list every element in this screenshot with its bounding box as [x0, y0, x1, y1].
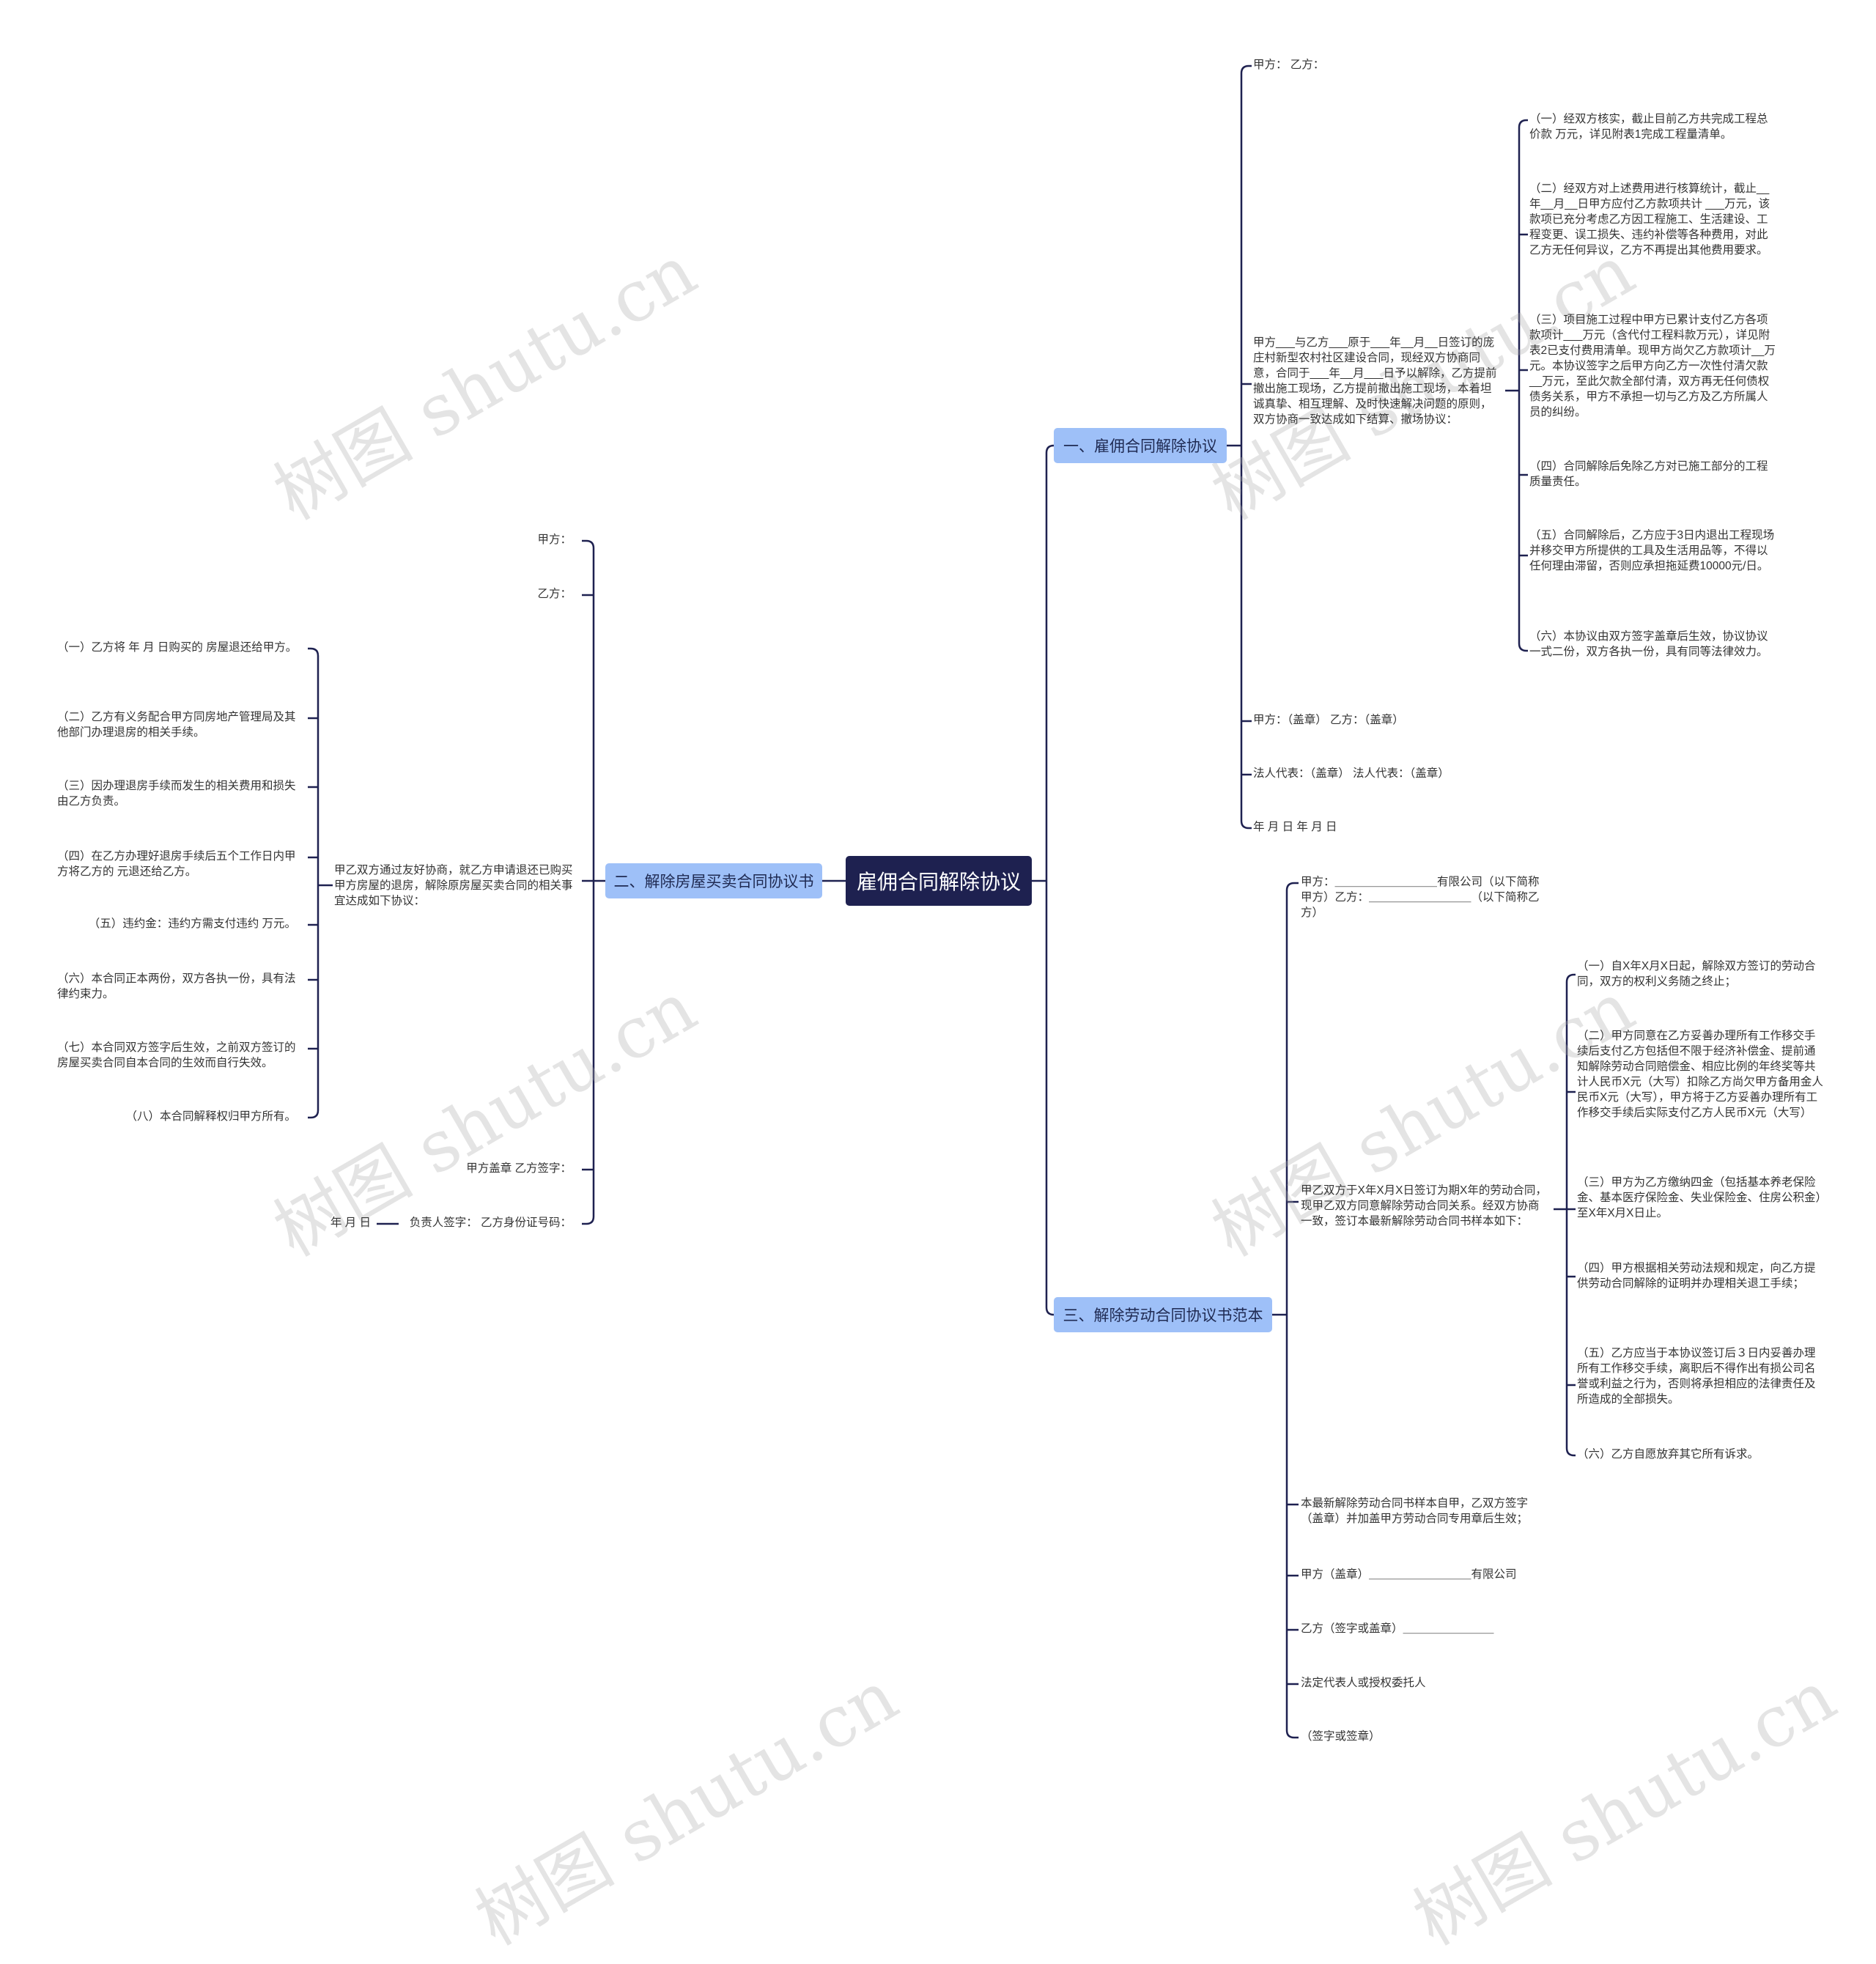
root-node[interactable]: 雇佣合同解除协议 — [846, 856, 1032, 906]
b1-sub-leaf: （三）项目施工过程中甲方已累计支付乙方各项款项计___万元（含代付工程料款万元）… — [1529, 314, 1776, 418]
b2-leaf: 乙方： — [537, 588, 572, 600]
branch-node-1[interactable]: 一、雇佣合同解除协议 — [1054, 428, 1227, 463]
b3-sub-leaf: （五）乙方应当于本协议签订后３日内妥善办理所有工作移交手续，离职后不得作出有损公… — [1577, 1347, 1816, 1406]
b2-leaf: 甲方盖章 乙方签字： — [466, 1162, 572, 1175]
connector-line — [1285, 882, 1295, 1739]
b2-sub-leaf: （二）乙方有义务配合甲方同房地产管理局及其他部门办理退房的相关手续。 — [57, 711, 296, 739]
b3-leaf: 甲方（盖章）＿＿＿＿＿＿＿＿＿有限公司 — [1301, 1568, 1517, 1581]
b1-leaf: 甲方：（盖章） 乙方：（盖章） — [1253, 714, 1404, 726]
b2-leaf: 甲方： — [537, 534, 572, 546]
b3-leaf: 甲方：＿＿＿＿＿＿＿＿＿有限公司（以下简称甲方）乙方：＿＿＿＿＿＿＿＿＿（以下简… — [1301, 876, 1540, 919]
b3-sub-leaf: （二）甲方同意在乙方妥善办理所有工作移交手续后支付乙方包括但不限于经济补偿金、提… — [1577, 1030, 1823, 1119]
b2-leaf: 甲乙双方通过友好协商，就乙方申请退还已购买甲方房屋的退房，解除原房屋买卖合同的相… — [334, 864, 573, 907]
b3-sub-leaf: （四）甲方根据相关劳动法规和规定，向乙方提供劳动合同解除的证明并办理相关退工手续… — [1577, 1262, 1816, 1290]
connector-line — [310, 647, 320, 1119]
b1-sub-leaf: （五）合同解除后，乙方应于3日内退出工程现场并移交甲方所提供的工具及生活用品等，… — [1529, 529, 1775, 572]
b1-sub-leaf: （六）本协议由双方签字盖章后生效，协议协议一式二份，双方各执一份，具有同等法律效… — [1529, 630, 1768, 658]
b2-sub-leaf: （六）本合同正本两份，双方各执一份，具有法律约束力。 — [57, 972, 296, 1000]
connector-line — [1565, 973, 1575, 1457]
mindmap-canvas: 树图 shutu.cn 树图 shutu.cn 树图 shutu.cn 树图 s… — [57, 59, 1849, 1961]
b1-leaf: 年 月 日 年 月 日 — [1253, 821, 1337, 833]
connector-line — [1518, 119, 1527, 652]
b2-sub-leaf: （三）因办理退房手续而发生的相关费用和损失由乙方负责。 — [57, 780, 296, 808]
b3-sub-leaf: （三）甲方为乙方缴纳四金（包括基本养老保险金、基本医疗保险金、失业保险金、住房公… — [1577, 1176, 1822, 1219]
b3-leaf: 本最新解除劳动合同书样本自甲，乙双方签字（盖章）并加盖甲方劳动合同专用章后生效； — [1301, 1497, 1529, 1525]
connector-line — [586, 539, 595, 1225]
b1-sub-leaf: （一）经双方核实，截止目前乙方共完成工程总价款 万元，详见附表1完成工程量清单。 — [1529, 113, 1768, 141]
b1-leaf: 甲方： 乙方： — [1253, 59, 1325, 71]
b1-sub-leaf: （四）合同解除后免除乙方对已施工部分的工程质量责任。 — [1529, 460, 1768, 488]
connector-line — [1240, 64, 1249, 830]
b3-sub-leaf: （一）自X年X月X日起，解除双方签订的劳动合同，双方的权利义务随之终止； — [1577, 960, 1816, 988]
b3-leaf: 法定代表人或授权委托人 — [1301, 1677, 1426, 1689]
b2-sub-leaf: （五）违约金：违约方需支付违约 万元。 — [88, 918, 296, 930]
connector-lines — [308, 64, 1576, 1739]
b1-sub-leaf: （二）经双方对上述费用进行核算统计，截止__年__月__日甲方应付乙方款项共计 … — [1529, 182, 1770, 256]
b2-sub-leaf: （八）本合同解释权归甲方所有。 — [125, 1110, 296, 1123]
branch-node-3[interactable]: 三、解除劳动合同协议书范本 — [1054, 1297, 1272, 1332]
b2-sub-leaf: （七）本合同双方签字后生效，之前双方签订的房屋买卖合同自本合同的生效而自行失效。 — [57, 1041, 296, 1069]
b1-leaf: 法人代表：（盖章） 法人代表：（盖章） — [1253, 767, 1450, 780]
b3-sub-leaf: （六）乙方自愿放弃其它所有诉求。 — [1577, 1448, 1759, 1461]
b3-leaf: 乙方（签字或盖章）＿＿＿＿＿＿＿＿ — [1301, 1622, 1494, 1635]
b2-sub-leaf: （一）乙方将 年 月 日购买的 房屋退还给甲方。 — [57, 641, 298, 654]
b3-leaf: 甲乙双方于X年X月X日签订为期X年的劳动合同，现甲乙双方同意解除劳动合同关系。经… — [1301, 1184, 1547, 1228]
b2-date: 年 月 日 — [330, 1217, 371, 1229]
connector-line — [1045, 444, 1055, 1316]
b2-leaf: 负责人签字： 乙方身份证号码： — [409, 1217, 572, 1229]
b1-leaf: 甲方___与乙方___原于___年__月__日签订的庞庄村新型农村社区建设合同，… — [1253, 336, 1497, 426]
branch-node-2[interactable]: 二、解除房屋买卖合同协议书 — [605, 863, 822, 898]
b2-sub-leaf: （四）在乙方办理好退房手续后五个工作日内甲方将乙方的 元退还给乙方。 — [57, 850, 296, 878]
b3-leaf: （签字或签章） — [1301, 1730, 1381, 1743]
